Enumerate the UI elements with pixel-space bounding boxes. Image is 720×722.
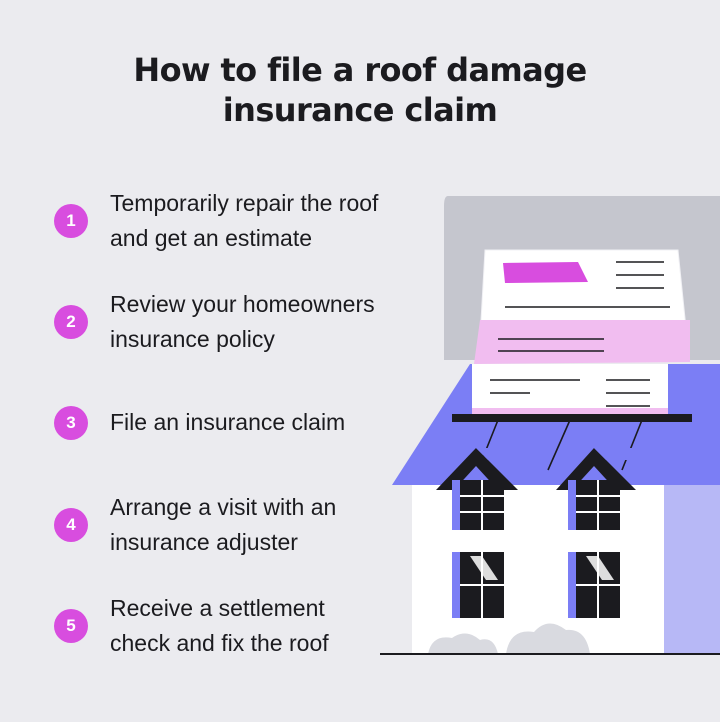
roof-slot xyxy=(452,414,692,422)
step-text-line-2: and get an estimate xyxy=(110,225,313,251)
step-number-badge: 5 xyxy=(54,609,88,643)
step-number-badge: 2 xyxy=(54,305,88,339)
step-text-line-1: Temporarily repair the roof xyxy=(110,190,379,216)
bush xyxy=(428,633,498,654)
step-number-badge: 1 xyxy=(54,204,88,238)
step-text: Review your homeowners insurance policy xyxy=(110,287,375,357)
window-icon xyxy=(452,552,504,618)
claim-form-sheet xyxy=(472,364,668,420)
step-text-line-2: insurance adjuster xyxy=(110,529,298,555)
step-4: 4 Arrange a visit with an insurance adju… xyxy=(54,490,434,560)
bush xyxy=(506,623,590,654)
insurance-document-icon xyxy=(474,249,690,364)
step-number-badge: 4 xyxy=(54,508,88,542)
roof-stripe xyxy=(547,419,571,471)
step-text-line-2: check and fix the roof xyxy=(110,630,329,656)
step-text-line-1: File an insurance claim xyxy=(110,409,346,435)
page-title: How to file a roof damage insurance clai… xyxy=(0,50,720,130)
step-number-badge: 3 xyxy=(54,405,88,440)
step-text-line-2: insurance policy xyxy=(110,326,275,352)
window-icon xyxy=(452,480,504,530)
step-2: 2 Review your homeowners insurance polic… xyxy=(54,287,434,357)
roof-stripe xyxy=(621,419,643,471)
step-1: 1 Temporarily repair the roof and get an… xyxy=(54,186,434,256)
window-icon xyxy=(568,480,620,530)
step-3: 3 File an insurance claim xyxy=(54,405,434,440)
step-text-line-1: Arrange a visit with an xyxy=(110,494,337,520)
page-title-line-2: insurance claim xyxy=(222,91,498,129)
step-text: Receive a settlement check and fix the r… xyxy=(110,591,329,661)
step-text-line-1: Review your homeowners xyxy=(110,291,375,317)
step-text: Temporarily repair the roof and get an e… xyxy=(110,186,378,256)
step-text: File an insurance claim xyxy=(110,405,345,440)
step-text-line-1: Receive a settlement xyxy=(110,595,325,621)
steps-list: 1 Temporarily repair the roof and get an… xyxy=(54,0,434,722)
step-5: 5 Receive a settlement check and fix the… xyxy=(54,591,434,661)
page-title-line-1: How to file a roof damage xyxy=(133,51,587,89)
step-text: Arrange a visit with an insurance adjust… xyxy=(110,490,336,560)
window-icon xyxy=(568,552,620,618)
house-illustration xyxy=(380,196,720,655)
